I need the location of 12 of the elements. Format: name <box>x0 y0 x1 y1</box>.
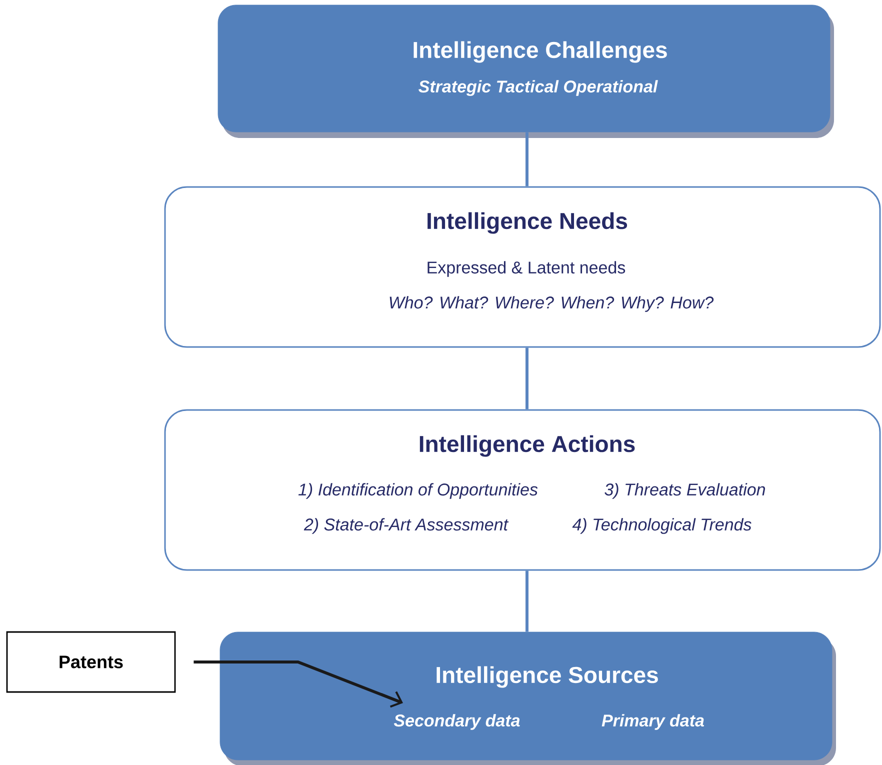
box-label: Patents <box>60 656 123 668</box>
box-text: 4) Technological Trends <box>572 518 752 534</box>
box-text: 2) State-of-Art Assessment <box>304 518 509 534</box>
box-text: 1) Identification of Opportunities <box>298 483 538 499</box>
box-title: Intelligence Needs <box>428 212 628 234</box>
connector-line <box>526 348 528 410</box>
connector-line <box>526 570 528 632</box>
box-text: 3) Threats Evaluation <box>604 483 765 499</box>
box-text: Who? What? Where? When? Why? How? <box>390 296 714 312</box>
box-text: Expressed & Latent needs <box>428 261 626 277</box>
connector-line <box>526 132 528 186</box>
box-title: Intelligence Actions <box>420 435 635 457</box>
